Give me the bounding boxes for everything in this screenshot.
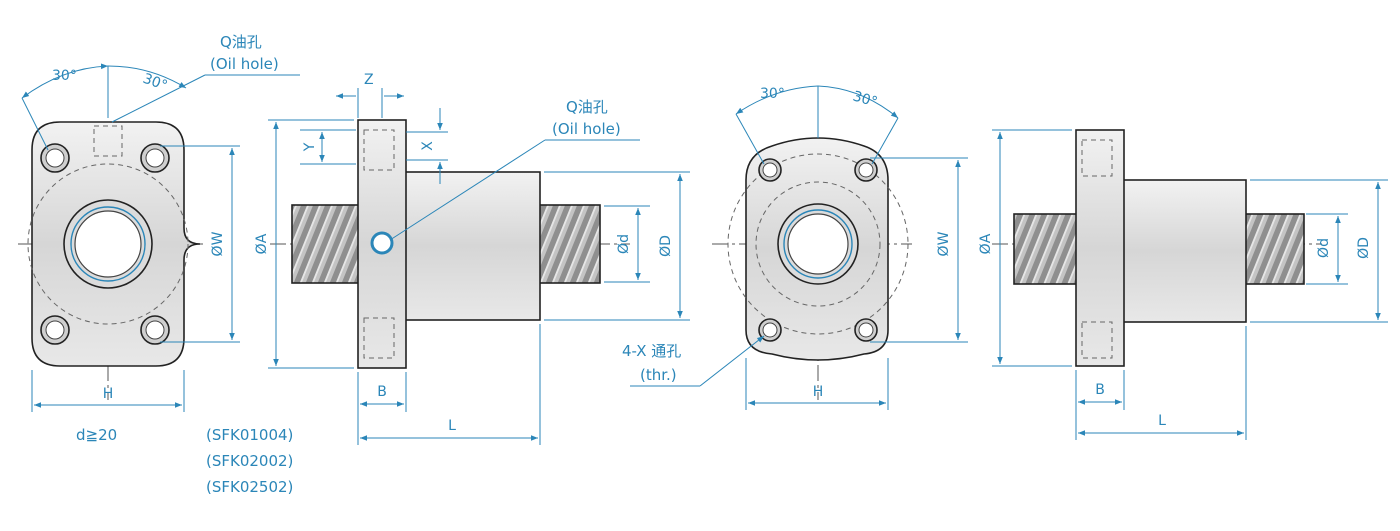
oil-hole-label-2-en: (Oil hole) bbox=[552, 120, 621, 138]
oil-hole-label-1-en: (Oil hole) bbox=[210, 55, 279, 73]
oil-hole-label-1: Q油孔 bbox=[220, 33, 262, 51]
dim-w-left: ØW bbox=[210, 231, 226, 256]
angle-label-left-2: 30° bbox=[141, 71, 170, 95]
thru-hole-tr bbox=[854, 158, 878, 182]
model-1: (SFK01004) bbox=[206, 426, 293, 444]
bolt-hole-br bbox=[140, 315, 170, 345]
angle-label-right-2: 30° bbox=[851, 88, 879, 110]
bolt-hole-tr bbox=[140, 143, 170, 173]
thru-hole-bl bbox=[758, 318, 782, 342]
dim-l-right: L bbox=[1158, 413, 1166, 429]
dim-b-right: B bbox=[1095, 382, 1105, 398]
oil-hole-label-2: Q油孔 bbox=[566, 98, 608, 116]
dim-y: Y bbox=[302, 142, 318, 152]
dim-h-left: H bbox=[103, 386, 114, 402]
model-2: (SFK02002) bbox=[206, 452, 293, 470]
dim-a-left: ØA bbox=[254, 233, 270, 254]
thru-hole-label-en: (thr.) bbox=[640, 366, 677, 384]
dim-x: X bbox=[420, 141, 436, 151]
dim-h-right: H bbox=[813, 384, 824, 400]
thru-hole-tl bbox=[758, 158, 782, 182]
bolt-hole-tl bbox=[40, 143, 70, 173]
dim-d-large-left: ØD bbox=[658, 235, 674, 257]
side-view-right: ØA Ød ØD B L bbox=[978, 129, 1388, 440]
dim-a-right: ØA bbox=[978, 233, 994, 254]
model-3: (SFK02502) bbox=[206, 478, 293, 496]
angle-label-right-1: 30° bbox=[760, 86, 785, 102]
dim-d-small-left: Ød bbox=[616, 234, 632, 254]
dim-z: Z bbox=[364, 72, 374, 88]
front-view-left: 30° 30° Q油孔 (Oil hole) ØW H d≧20 bbox=[18, 33, 300, 444]
bolt-hole-bl bbox=[40, 315, 70, 345]
angle-label-left-1: 30° bbox=[52, 68, 77, 84]
thru-hole-br bbox=[854, 318, 878, 342]
front-view-right: 30° 30° ØW H 4-X 通孔 (thr.) bbox=[622, 85, 968, 410]
thru-hole-label: 4-X 通孔 bbox=[622, 342, 681, 360]
dim-d-large-right: ØD bbox=[1356, 237, 1372, 259]
dim-d-small-right: Ød bbox=[1316, 238, 1332, 258]
dim-w-right: ØW bbox=[936, 231, 952, 256]
condition-label: d≧20 bbox=[76, 426, 117, 444]
dim-l-left: L bbox=[448, 418, 456, 434]
dim-b-left: B bbox=[377, 384, 387, 400]
side-view-left: Q油孔 (Oil hole) Z Y X ØA Ød ØD bbox=[206, 72, 690, 496]
